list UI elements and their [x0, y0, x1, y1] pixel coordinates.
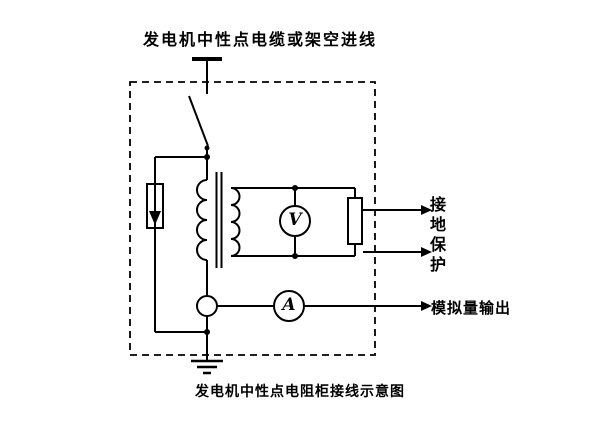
disconnect-switch	[188, 95, 210, 151]
ground-protection-label: 接地保护	[427, 196, 446, 276]
diagram-caption: 发电机中性点电阻柜接线示意图	[195, 384, 405, 400]
current-transformer	[196, 295, 218, 317]
loading-resistor	[347, 188, 363, 256]
ammeter-letter: A	[282, 295, 296, 315]
transformer-primary-winding	[196, 179, 208, 261]
incoming-terminal	[192, 57, 222, 94]
grounding-transformer	[196, 172, 241, 268]
cabinet-outline	[129, 81, 376, 356]
ammeter-branch	[217, 290, 432, 322]
voltmeter-letter: V	[288, 210, 302, 230]
voltmeter	[279, 188, 311, 256]
diagram-title: 发电机中性点电缆或架空进线	[142, 30, 377, 49]
transformer-core	[215, 172, 223, 268]
ground-protection-arrow-top	[363, 205, 432, 215]
analog-output-arrowhead	[421, 301, 432, 311]
surge-arrester-branch	[146, 156, 207, 333]
ground-symbol	[191, 359, 223, 375]
surge-arrester	[146, 183, 164, 229]
ground-protection-arrow-bottom	[363, 247, 432, 257]
transformer-secondary-winding	[230, 187, 241, 257]
analog-output-label: 模拟量输出	[431, 299, 512, 317]
